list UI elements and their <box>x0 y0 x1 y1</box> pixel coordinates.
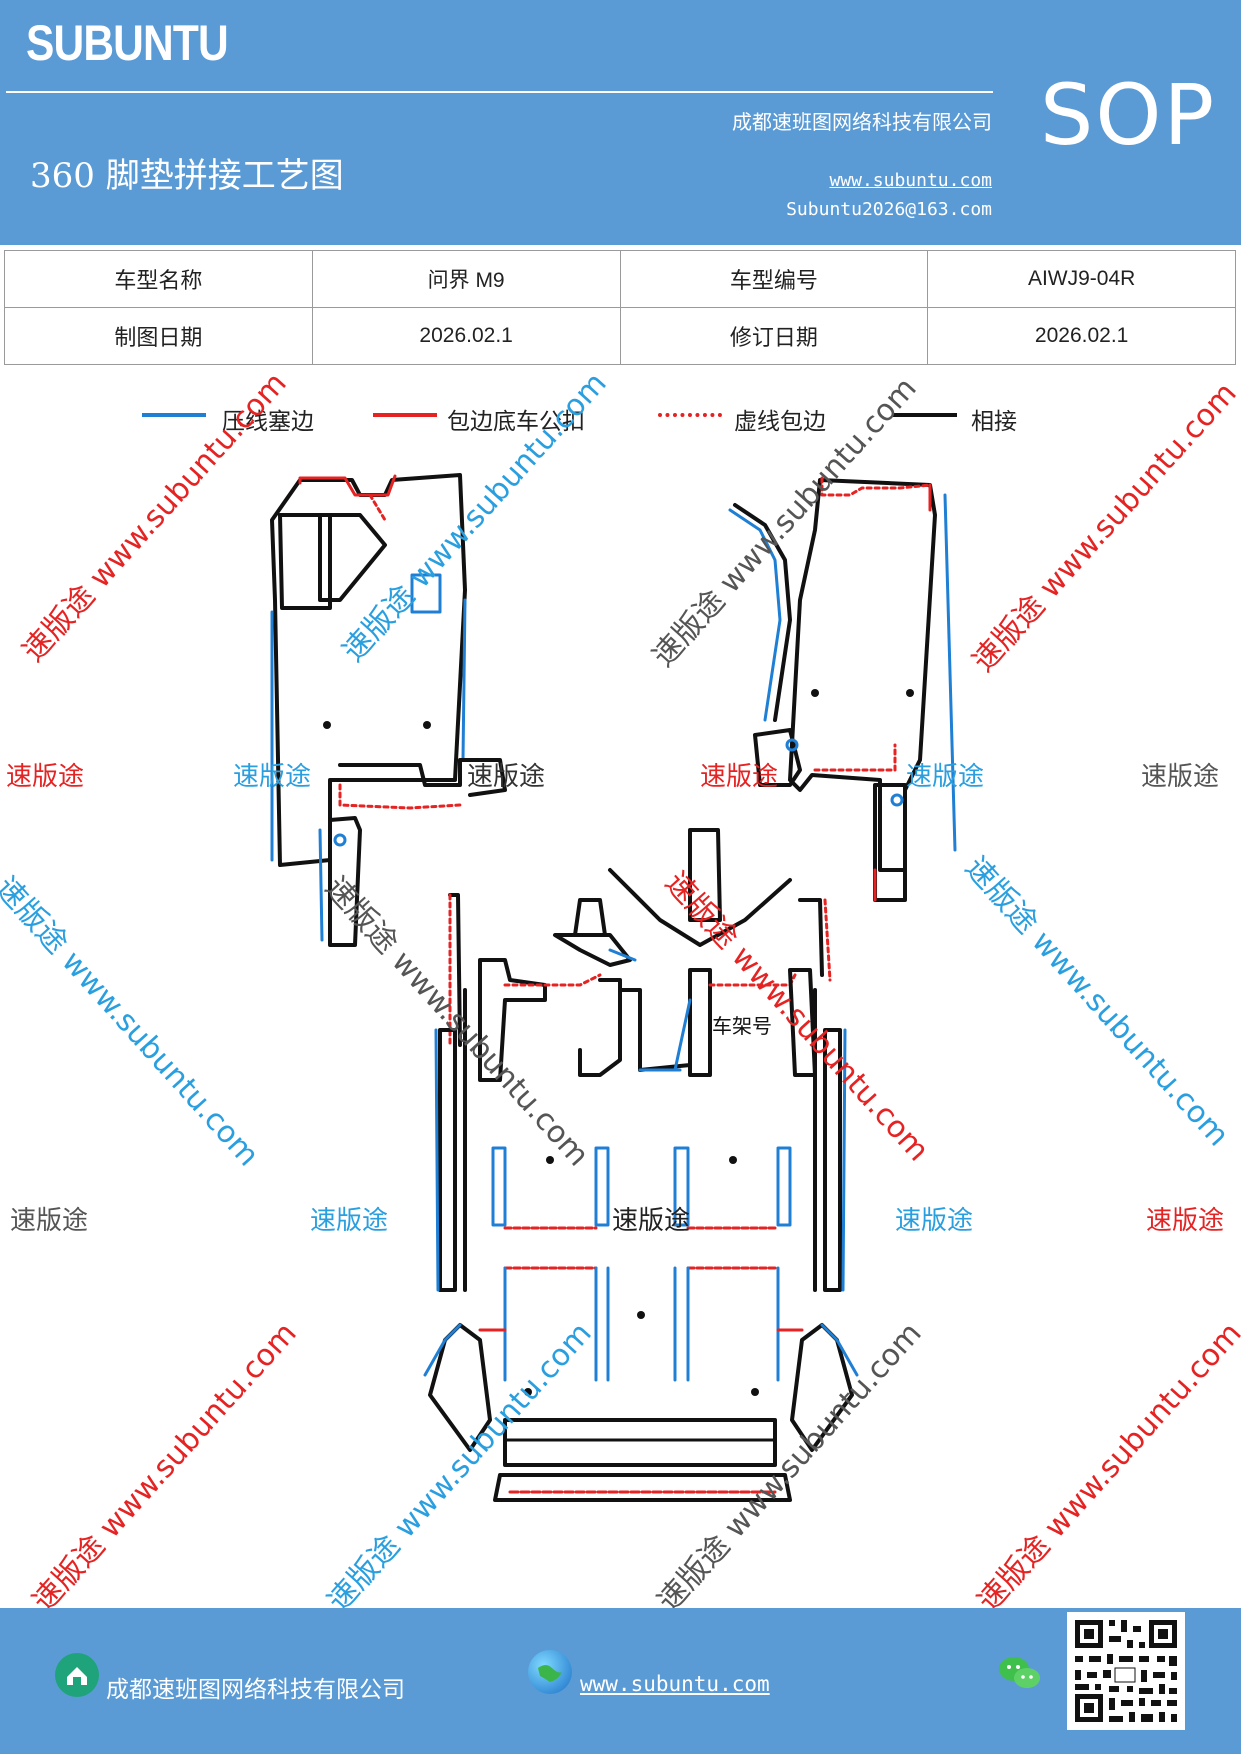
center-console-mat <box>448 828 832 1082</box>
legend-swatch-red <box>373 413 437 417</box>
watermark: 速版途 <box>233 762 312 792</box>
draw-date-label: 制图日期 <box>4 307 313 365</box>
legend-label: 包边底车公扣 <box>447 409 585 435</box>
home-icon <box>55 1653 99 1697</box>
watermark: 速版途 <box>1141 762 1220 792</box>
watermark: 速版途 <box>1146 1206 1225 1236</box>
qr-code[interactable] <box>1067 1612 1185 1730</box>
footer: 成都速班图网络科技有限公司 www.subuntu.com <box>0 1608 1241 1754</box>
frame-number-label: 车架号 <box>712 1014 772 1038</box>
page-title: 360 脚垫拼接工艺图 <box>30 156 344 196</box>
header-email: Subuntu2026@163.com <box>786 199 992 220</box>
front-left-mat <box>270 473 507 947</box>
watermark: 速版途 <box>10 1206 89 1236</box>
legend-label: 虚线包边 <box>734 409 826 435</box>
legend-label: 相接 <box>971 409 1017 435</box>
legend-swatch-dotted <box>658 413 722 417</box>
legend: 压线塞边 包边底车公扣 虚线包边 相接 <box>0 400 1241 440</box>
model-code-label: 车型编号 <box>619 250 929 308</box>
globe-icon <box>528 1650 572 1694</box>
table-row: 制图日期 2026.02.1 修订日期 2026.02.1 <box>4 307 1236 365</box>
footer-url-link[interactable]: www.subuntu.com <box>580 1672 770 1696</box>
vehicle-info-table: 车型名称 问界 M9 车型编号 AIWJ9-04R 制图日期 2026.02.1… <box>4 250 1236 365</box>
footer-company: 成都速班图网络科技有限公司 <box>106 1677 405 1703</box>
header-url-link[interactable]: www.subuntu.com <box>829 170 992 191</box>
revision-date-value: 2026.02.1 <box>927 307 1236 365</box>
watermark: 速版途 <box>612 1206 691 1236</box>
front-right-mat <box>728 476 957 902</box>
legend-swatch-black <box>893 413 957 417</box>
brand-logo: SUBUNTU <box>26 15 229 71</box>
watermark: 速版途 <box>895 1206 974 1236</box>
model-name-label: 车型名称 <box>4 250 313 308</box>
header-banner: SUBUNTU 成都速班图网络科技有限公司 360 脚垫拼接工艺图 www.su… <box>0 0 1241 245</box>
wechat-icon <box>997 1654 1043 1694</box>
sop-badge: SOP <box>1040 66 1217 164</box>
header-divider <box>6 91 993 93</box>
legend-swatch-blue <box>142 413 206 417</box>
revision-date-label: 修订日期 <box>619 307 929 365</box>
model-code-value: AIWJ9-04R <box>927 250 1236 308</box>
watermark: 速版途 <box>310 1206 389 1236</box>
header-company: 成都速班图网络科技有限公司 <box>732 110 992 134</box>
legend-label: 压线塞边 <box>222 409 314 435</box>
model-name-value: 问界 M9 <box>311 250 621 308</box>
table-row: 车型名称 问界 M9 车型编号 AIWJ9-04R <box>4 250 1236 308</box>
watermark: 速版途 <box>6 762 85 792</box>
draw-date-value: 2026.02.1 <box>311 307 621 365</box>
rear-floor-mat <box>423 988 859 1502</box>
watermark: 速版途 <box>700 762 779 792</box>
watermark: 速版途 <box>906 762 985 792</box>
watermark: 速版途 <box>467 762 546 792</box>
